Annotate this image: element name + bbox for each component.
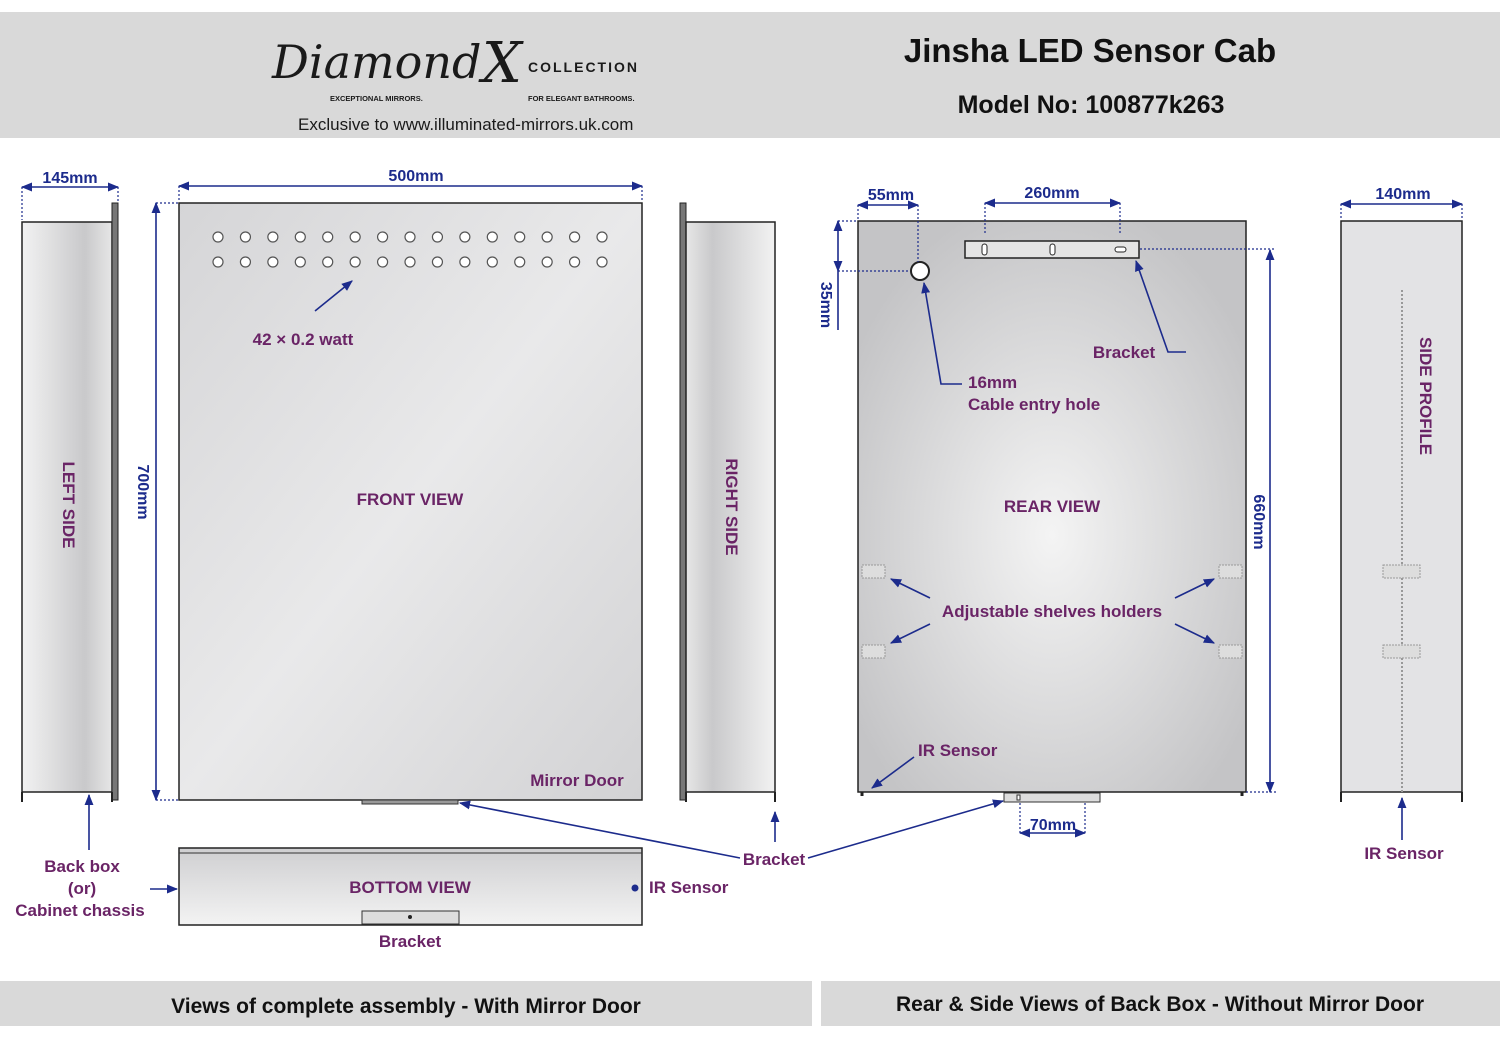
led-icon [349,231,361,243]
right-side-view: RIGHT SIDE [679,202,780,842]
brand-logo: Diamond X COLLECTION EXCEPTIONAL MIRRORS… [271,31,639,134]
logo-x: X [478,31,524,96]
rear-bracket-label: Bracket [1093,343,1156,362]
hole-label: Cable entry hole [968,395,1100,414]
led-icon [239,231,252,243]
led-icon [322,231,334,243]
front-view-label: FRONT VIEW [357,490,465,509]
model-number: Model No: 100877k263 [958,91,1225,119]
led-icon [486,256,498,268]
front-ir-sensor-label: IR Sensor [649,878,729,897]
led-icon [376,231,389,243]
led-icon [349,256,361,268]
front-view: 42 × 0.2 watt FRONT VIEW Mirror Door 500… [134,168,644,805]
led-array [212,231,608,268]
led-icon [541,256,553,268]
shelf-holders [861,564,1243,659]
logo-collection: COLLECTION [528,59,639,75]
led-icon [212,256,224,268]
logo-tagline-left: EXCEPTIONAL MIRRORS. [330,94,423,103]
logo-tagline-right: FOR ELEGANT BATHROOMS. [528,94,635,103]
led-icon [376,256,389,268]
led-icon [294,256,306,268]
led-icon [212,231,224,243]
hole-drop: 35mm [817,282,834,328]
back-box-label: Back box [44,857,120,876]
header-band: Diamond X COLLECTION EXCEPTIONAL MIRRORS… [0,12,1500,138]
left-side-view: 145mm LEFT SIDE Back box (or) Cabinet ch… [15,170,144,920]
hole-size: 16mm [968,373,1017,392]
led-icon [404,231,416,243]
rear-ir-sensor-label: IR Sensor [918,741,998,760]
shelves-label: Adjustable shelves holders [942,602,1162,621]
led-icon [459,256,471,268]
rear-view-label: REAR VIEW [1004,497,1101,516]
side-ir-sensor-label: IR Sensor [1364,844,1444,863]
side-profile-label: SIDE PROFILE [1416,337,1435,455]
exclusive-link: Exclusive to www.illuminated-mirrors.uk.… [298,115,633,134]
led-icon [514,231,526,243]
footer: Views of complete assembly - With Mirror… [0,981,1500,1026]
bracket-span: 260mm [1024,185,1079,202]
front-height: 700mm [134,464,151,519]
led-icon [267,231,279,243]
bottom-bracket-width: 70mm [1030,817,1076,834]
led-icon [568,231,581,243]
cabinet-chassis-label: Cabinet chassis [15,901,144,920]
led-icon [459,231,471,243]
led-icon [404,256,416,268]
cable-entry-hole [910,261,930,281]
left-side-width: 145mm [42,170,97,187]
bottom-view-label: BOTTOM VIEW [349,878,471,897]
led-icon [431,256,444,268]
led-icon [568,256,581,268]
led-icon [267,256,279,268]
led-icon [541,231,553,243]
right-side-label: RIGHT SIDE [722,458,741,555]
led-icon [239,256,252,268]
mirror-door-label: Mirror Door [530,771,624,790]
led-icon [596,256,608,268]
footer-left-caption: Views of complete assembly - With Mirror… [171,995,641,1018]
rear-height: 660mm [1250,494,1267,549]
product-title: Jinsha LED Sensor Cab [904,32,1276,69]
led-icon [322,256,334,268]
logo-script: Diamond [271,35,481,89]
bracket-label: Bracket [743,850,806,869]
back-box-or: (or) [68,879,96,898]
led-icon [431,231,444,243]
side-width: 140mm [1375,186,1430,203]
led-icon [486,231,498,243]
bottom-bracket-label: Bracket [379,932,442,951]
led-icon [514,256,526,268]
bottom-view: BOTTOM VIEW IR Sensor Bracket [150,847,729,951]
footer-right-caption: Rear & Side Views of Back Box - Without … [896,993,1424,1016]
led-icon [596,231,608,243]
side-profile-view: 140mm SIDE PROFILE IR Sensor [1339,186,1464,863]
led-label: 42 × 0.2 watt [253,330,354,349]
hole-offset: 55mm [868,187,914,204]
rear-view: 55mm 260mm 35mm 16mm Cable entry hole Br… [817,185,1276,838]
led-icon [294,231,306,243]
front-width: 500mm [388,168,443,185]
left-side-label: LEFT SIDE [59,462,78,549]
